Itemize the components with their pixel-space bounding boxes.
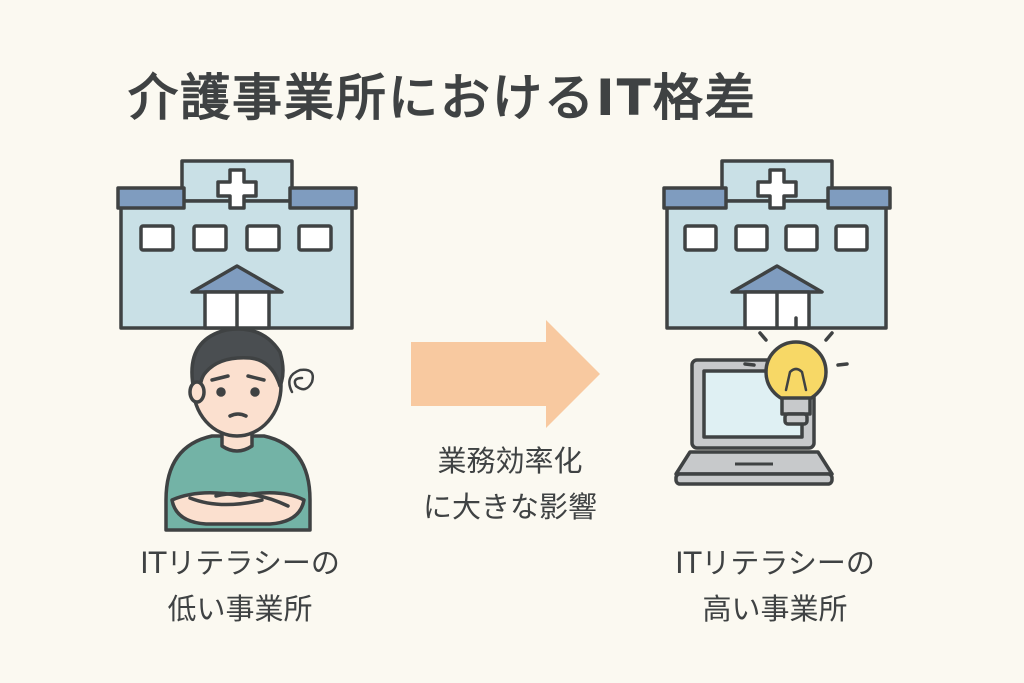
low-literacy-caption-line1: ITリテラシーの bbox=[140, 546, 340, 580]
page-title: 介護事業所におけるIT格差 bbox=[128, 69, 757, 127]
impact-caption-line1: 業務効率化 bbox=[437, 444, 583, 478]
arrow-right-icon bbox=[411, 320, 600, 428]
impact-caption: 業務効率化 に大きな影響 bbox=[395, 438, 625, 530]
high-literacy-caption-line1: ITリテラシーの bbox=[675, 546, 875, 580]
hospital-icon-left bbox=[116, 159, 358, 330]
impact-caption-line2: に大きな影響 bbox=[422, 490, 597, 524]
high-literacy-caption-line2: 高い事業所 bbox=[702, 592, 848, 626]
low-literacy-caption-line2: 低い事業所 bbox=[167, 592, 313, 626]
hospital-icon-right bbox=[662, 159, 892, 330]
low-literacy-caption: ITリテラシーの 低い事業所 bbox=[110, 540, 370, 632]
high-literacy-caption: ITリテラシーの 高い事業所 bbox=[640, 540, 910, 632]
lightbulb-icon bbox=[743, 316, 849, 426]
worried-person-icon bbox=[164, 327, 314, 532]
